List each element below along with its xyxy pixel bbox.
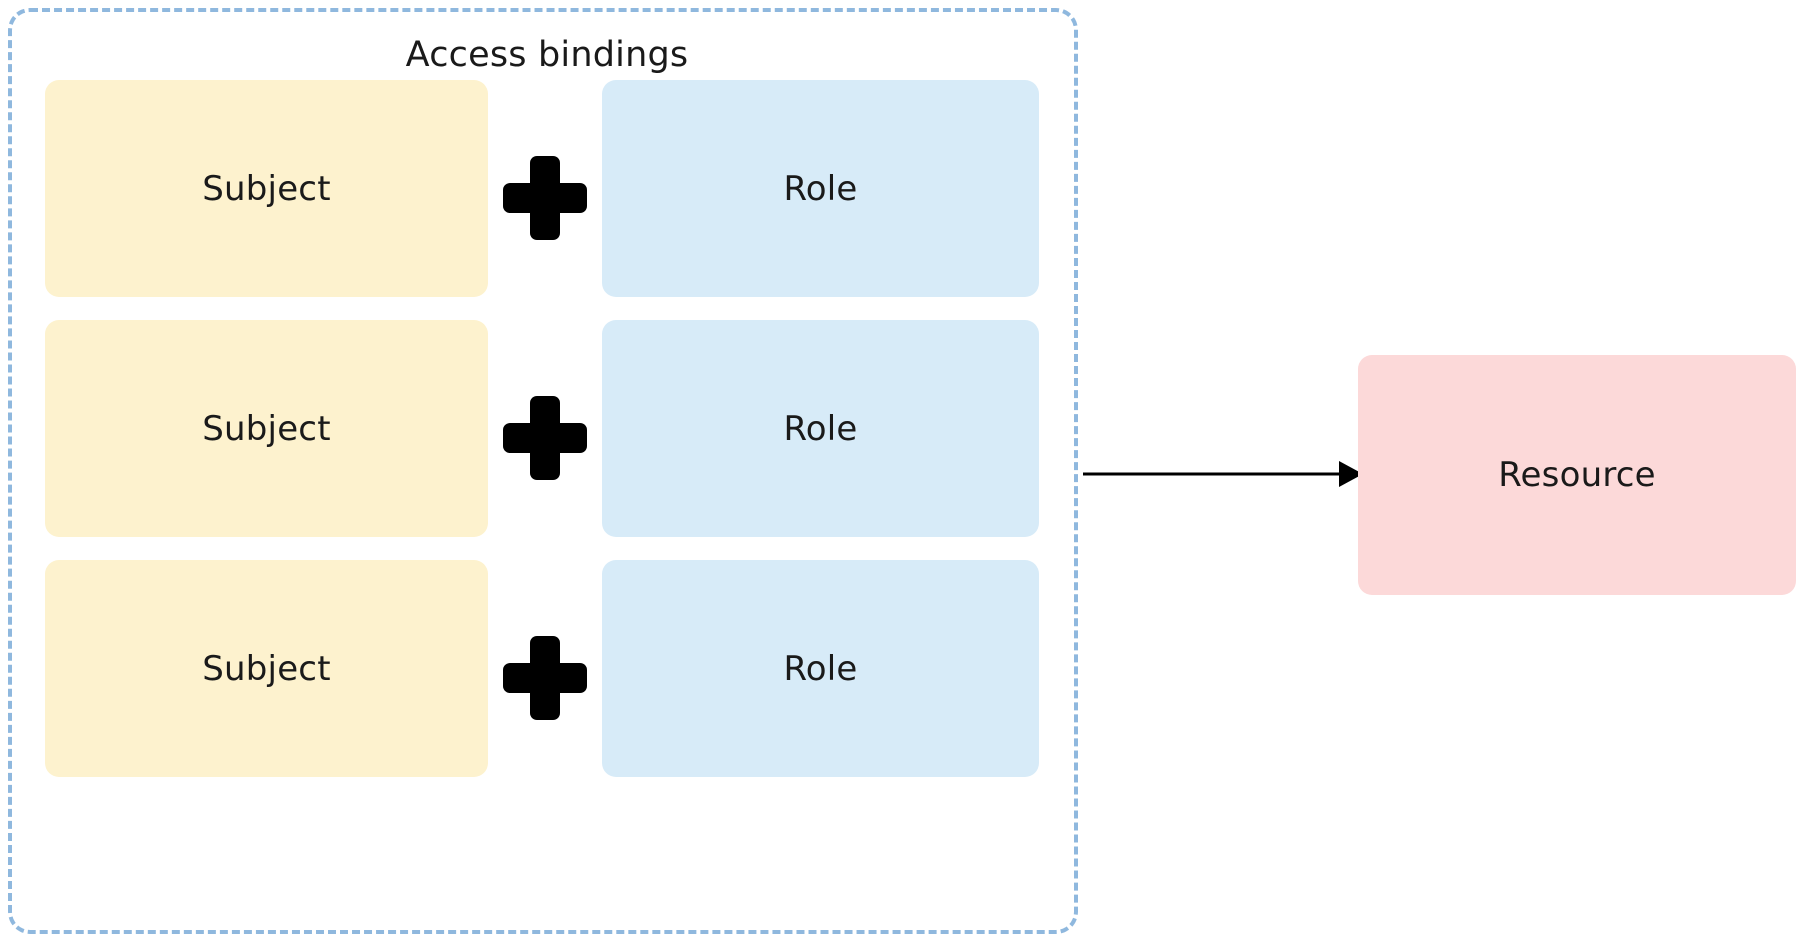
resource-node[interactable]: Resource — [1358, 355, 1796, 595]
binding-row: Subject Role — [37, 80, 1039, 297]
plus-icon — [503, 156, 587, 240]
plus-icon-vertical-bar — [530, 156, 560, 240]
role-label: Role — [783, 168, 858, 209]
role-node[interactable]: Role — [602, 560, 1039, 777]
plus-icon-vertical-bar — [530, 396, 560, 480]
subject-label: Subject — [202, 648, 331, 689]
role-label: Role — [783, 648, 858, 689]
binding-row: Subject Role — [37, 560, 1039, 777]
resource-label: Resource — [1498, 455, 1656, 495]
role-node[interactable]: Role — [602, 80, 1039, 297]
arrow-right-icon — [1083, 452, 1363, 496]
plus-icon-vertical-bar — [530, 636, 560, 720]
subject-node[interactable]: Subject — [45, 560, 488, 777]
role-node[interactable]: Role — [602, 320, 1039, 537]
subject-node[interactable]: Subject — [45, 80, 488, 297]
subject-node[interactable]: Subject — [45, 320, 488, 537]
binding-row: Subject Role — [37, 320, 1039, 537]
role-label: Role — [783, 408, 858, 449]
group-title: Access bindings — [405, 35, 689, 75]
bindings-list: Subject Role Subject Role — [37, 80, 1039, 782]
subject-label: Subject — [202, 408, 331, 449]
plus-icon — [503, 396, 587, 480]
access-bindings-group: Access bindings — [8, 8, 1078, 934]
plus-icon — [503, 636, 587, 720]
subject-label: Subject — [202, 168, 331, 209]
